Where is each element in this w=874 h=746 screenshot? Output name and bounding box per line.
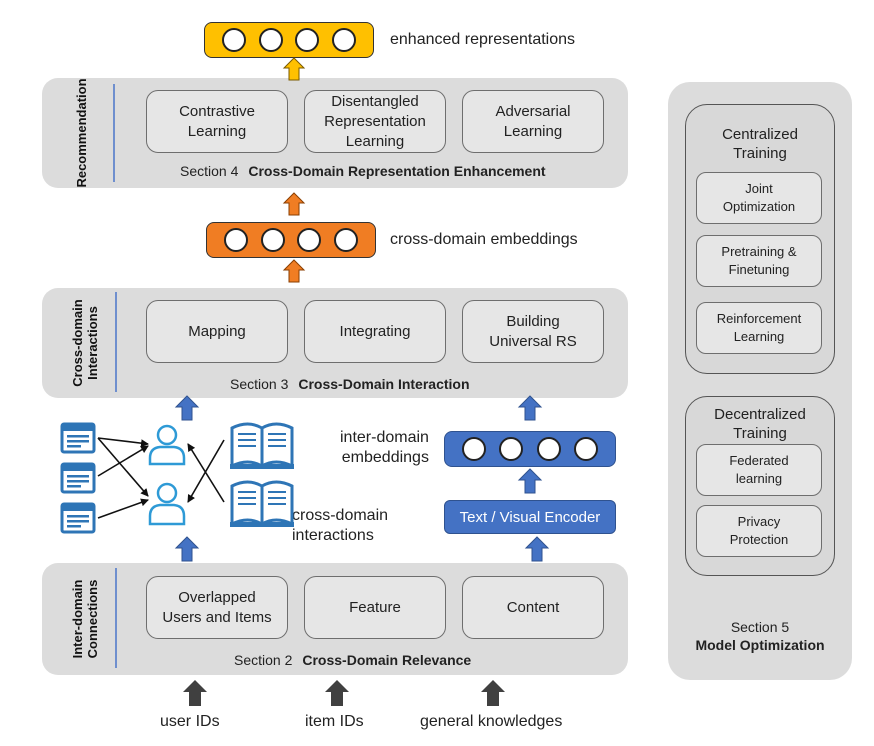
up-arrow-icon [282, 192, 306, 216]
calendar-icon [60, 422, 96, 454]
card-adversarial-learning: Adversarial Learning [462, 90, 604, 153]
card-integrating: Integrating [304, 300, 446, 363]
card-overlapped-users-items: Overlapped Users and Items [146, 576, 288, 639]
vector-node [334, 228, 359, 252]
section-2-number: Section 2 [234, 652, 293, 668]
up-arrow-icon [524, 536, 550, 562]
card-building-universal-rs: Building Universal RS [462, 300, 604, 363]
input-general-knowledges: general knowledges [420, 713, 563, 730]
inter-domain-embeddings-label: inter-domain embeddings [340, 429, 429, 466]
user-icon [148, 482, 186, 526]
vector-node [332, 28, 357, 52]
section-2-title: Cross-Domain Relevance [302, 652, 472, 668]
inter-domain-embedding-vector [444, 431, 616, 467]
vector-node [260, 228, 285, 252]
section-5-number: Section 5 [730, 619, 790, 635]
card-joint-optimization: Joint Optimization [696, 172, 822, 224]
section-4-title: Cross-Domain Representation Enhancement [248, 163, 546, 179]
up-arrow-icon [174, 395, 200, 421]
section-3-number: Section 3 [230, 376, 289, 392]
section-5-title: Model Optimization [695, 637, 825, 653]
up-arrow-icon [183, 680, 207, 706]
enhanced-representation-vector [204, 22, 374, 58]
cross-domain-embeddings-label: cross-domain embeddings [390, 231, 578, 248]
input-item-ids: item IDs [305, 713, 364, 730]
card-feature: Feature [304, 576, 446, 639]
vector-node [258, 28, 283, 52]
card-reinforcement-learning: Reinforcement Learning [696, 302, 822, 354]
text-visual-encoder: Text / Visual Encoder [444, 500, 616, 534]
section-4-caption: Section 4 Cross-Domain Representation Enh… [180, 163, 546, 179]
input-user-ids: user IDs [160, 713, 220, 730]
vector-node [295, 28, 320, 52]
book-icon [230, 480, 294, 527]
recommendation-divider [113, 84, 115, 182]
card-content: Content [462, 576, 604, 639]
up-arrow-icon [481, 680, 505, 706]
card-federated-learning: Federated learning [696, 444, 822, 496]
vector-node [221, 28, 246, 52]
calendar-icon [60, 462, 96, 494]
card-mapping: Mapping [146, 300, 288, 363]
interaction-lines [97, 437, 225, 519]
up-arrow-icon [517, 468, 543, 494]
interactions-divider [115, 292, 117, 392]
card-contrastive-learning: Contrastive Learning [146, 90, 288, 153]
vector-node [462, 437, 487, 461]
user-icon [148, 424, 186, 466]
section-4-number: Section 4 [180, 163, 239, 179]
card-pretraining-finetuning: Pretraining & Finetuning [696, 235, 822, 287]
section-2-caption: Section 2 Cross-Domain Relevance [234, 652, 471, 668]
card-disentangled-representation-learning: Disentangled Representation Learning [304, 90, 446, 153]
vector-node [573, 437, 598, 461]
vector-node [499, 437, 524, 461]
card-privacy-protection: Privacy Protection [696, 505, 822, 557]
decentralized-training-title: Decentralized Training [714, 406, 806, 442]
connections-divider [115, 568, 117, 668]
cross-domain-embedding-vector [206, 222, 376, 258]
book-icon [230, 422, 294, 469]
up-arrow-icon [174, 536, 200, 562]
vector-node [223, 228, 248, 252]
up-arrow-icon [325, 680, 349, 706]
enhanced-representations-label: enhanced representations [390, 31, 576, 48]
up-arrow-icon [517, 395, 543, 421]
vector-node [536, 437, 561, 461]
section-3-title: Cross-Domain Interaction [298, 376, 470, 392]
centralized-training-title: Centralized Training [722, 126, 798, 162]
up-arrow-icon [282, 57, 306, 81]
up-arrow-icon [282, 259, 306, 283]
vector-node [297, 228, 322, 252]
section-5-caption: Section 5 Model Optimization [668, 618, 852, 654]
calendar-icon [60, 502, 96, 534]
cross-domain-interactions-label: cross-domain interactions [292, 507, 389, 544]
section-3-caption: Section 3 Cross-Domain Interaction [230, 376, 470, 392]
